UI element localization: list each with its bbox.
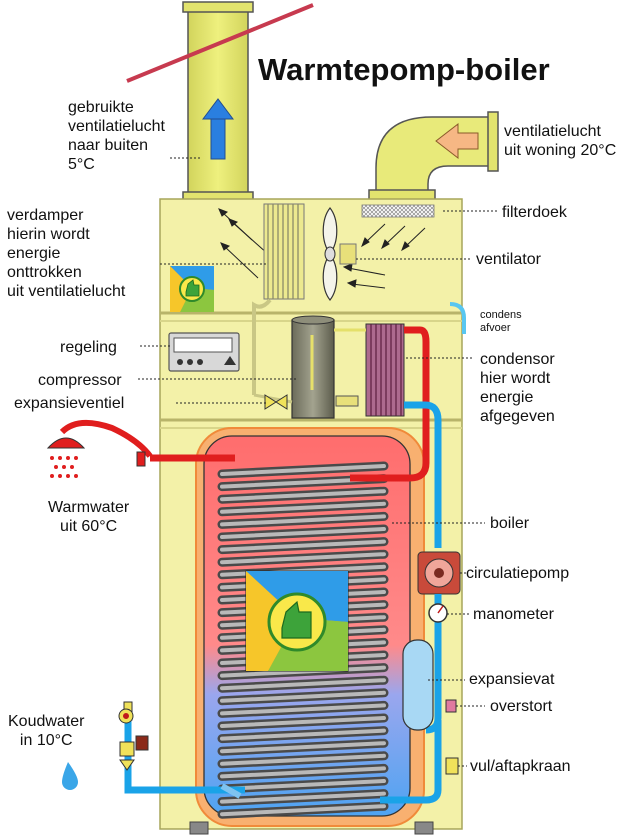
condensate-drain-icon (449, 302, 466, 334)
logo-small (170, 266, 214, 312)
label-intake-air: ventilatielucht uit woning 20°C (504, 123, 617, 159)
coil-turn-highlight (220, 464, 386, 476)
label-cold-water: Koudwater in 10°C (8, 713, 85, 749)
evaporator (252, 203, 305, 395)
leader-lines (138, 157, 497, 767)
coil-turn-highlight (220, 527, 386, 539)
label-circulation-pump: circulatiepomp (466, 565, 570, 582)
coil-turn-highlight (220, 501, 386, 514)
label-control: regeling (60, 339, 117, 356)
airflow-arrows (218, 208, 426, 289)
coil-turn-highlight (220, 728, 386, 741)
filter-cloth (361, 204, 435, 218)
expansion-valve-icon (253, 393, 359, 410)
inlet-valve-icon (118, 701, 149, 771)
pressure-gauge-icon (428, 603, 448, 623)
label-fill-drain-tap: vul/aftapkraan (470, 758, 571, 775)
intake-arrow-icon (435, 122, 479, 160)
coil-turn-highlight (220, 766, 386, 779)
label-boiler: boiler (490, 515, 530, 532)
control-panel (168, 332, 240, 372)
label-compressor: compressor (38, 372, 122, 389)
label-condensate: condens afvoer (480, 309, 522, 334)
coil-turn-highlight (220, 804, 386, 817)
label-filter: filterdoek (502, 204, 567, 221)
circulation-pump-icon (417, 551, 461, 595)
heat-exchanger-coil (217, 461, 389, 819)
expansion-vessel-icon (402, 639, 434, 731)
label-evaporator: verdamper hierin wordt energie onttrokke… (7, 207, 126, 300)
coil-turn-highlight (220, 716, 386, 728)
condenser (365, 323, 405, 417)
coil-turn-highlight (220, 791, 386, 804)
fan-icon (322, 207, 357, 301)
hot-water-outlet (59, 419, 235, 467)
shower-head-icon (46, 437, 86, 478)
roof-line (126, 3, 314, 83)
coil-turn-highlight (220, 678, 386, 691)
refrigerant-pipes (334, 326, 442, 548)
water-drop-icon (62, 762, 78, 790)
coil-turn-highlight (220, 489, 386, 502)
coil-turn-highlight (220, 779, 386, 791)
coil-turn-highlight (220, 741, 386, 754)
label-pressure-gauge: manometer (473, 606, 554, 623)
diagram-title: Warmtepomp-boiler (258, 52, 550, 87)
coil-turn-highlight (220, 539, 386, 552)
label-overflow: overstort (490, 698, 553, 715)
label-expansion-valve: expansieventiel (14, 395, 125, 412)
compressor (291, 315, 335, 419)
label-fan: ventilator (476, 251, 541, 268)
coil-turn-highlight (220, 703, 386, 716)
label-expansion-vessel: expansievat (469, 671, 555, 688)
coil-turn-highlight (220, 514, 386, 527)
label-condenser: condensor hier wordt energie afgegeven (480, 351, 555, 425)
label-hot-water: Warmwater uit 60°C (48, 499, 130, 535)
coil-turn-highlight (220, 552, 386, 565)
exhaust-arrow-icon (202, 98, 234, 160)
overflow-valve-icon (445, 699, 457, 713)
fill-drain-tap-icon (445, 757, 459, 775)
coil-turn-highlight (220, 665, 386, 678)
coil-turn-highlight (220, 690, 386, 703)
intake-duct (368, 111, 499, 201)
label-exhaust-air: gebruikte ventilatielucht naar buiten 5°… (68, 99, 165, 173)
logo-large (245, 570, 349, 672)
coil-turn-highlight (220, 753, 386, 766)
